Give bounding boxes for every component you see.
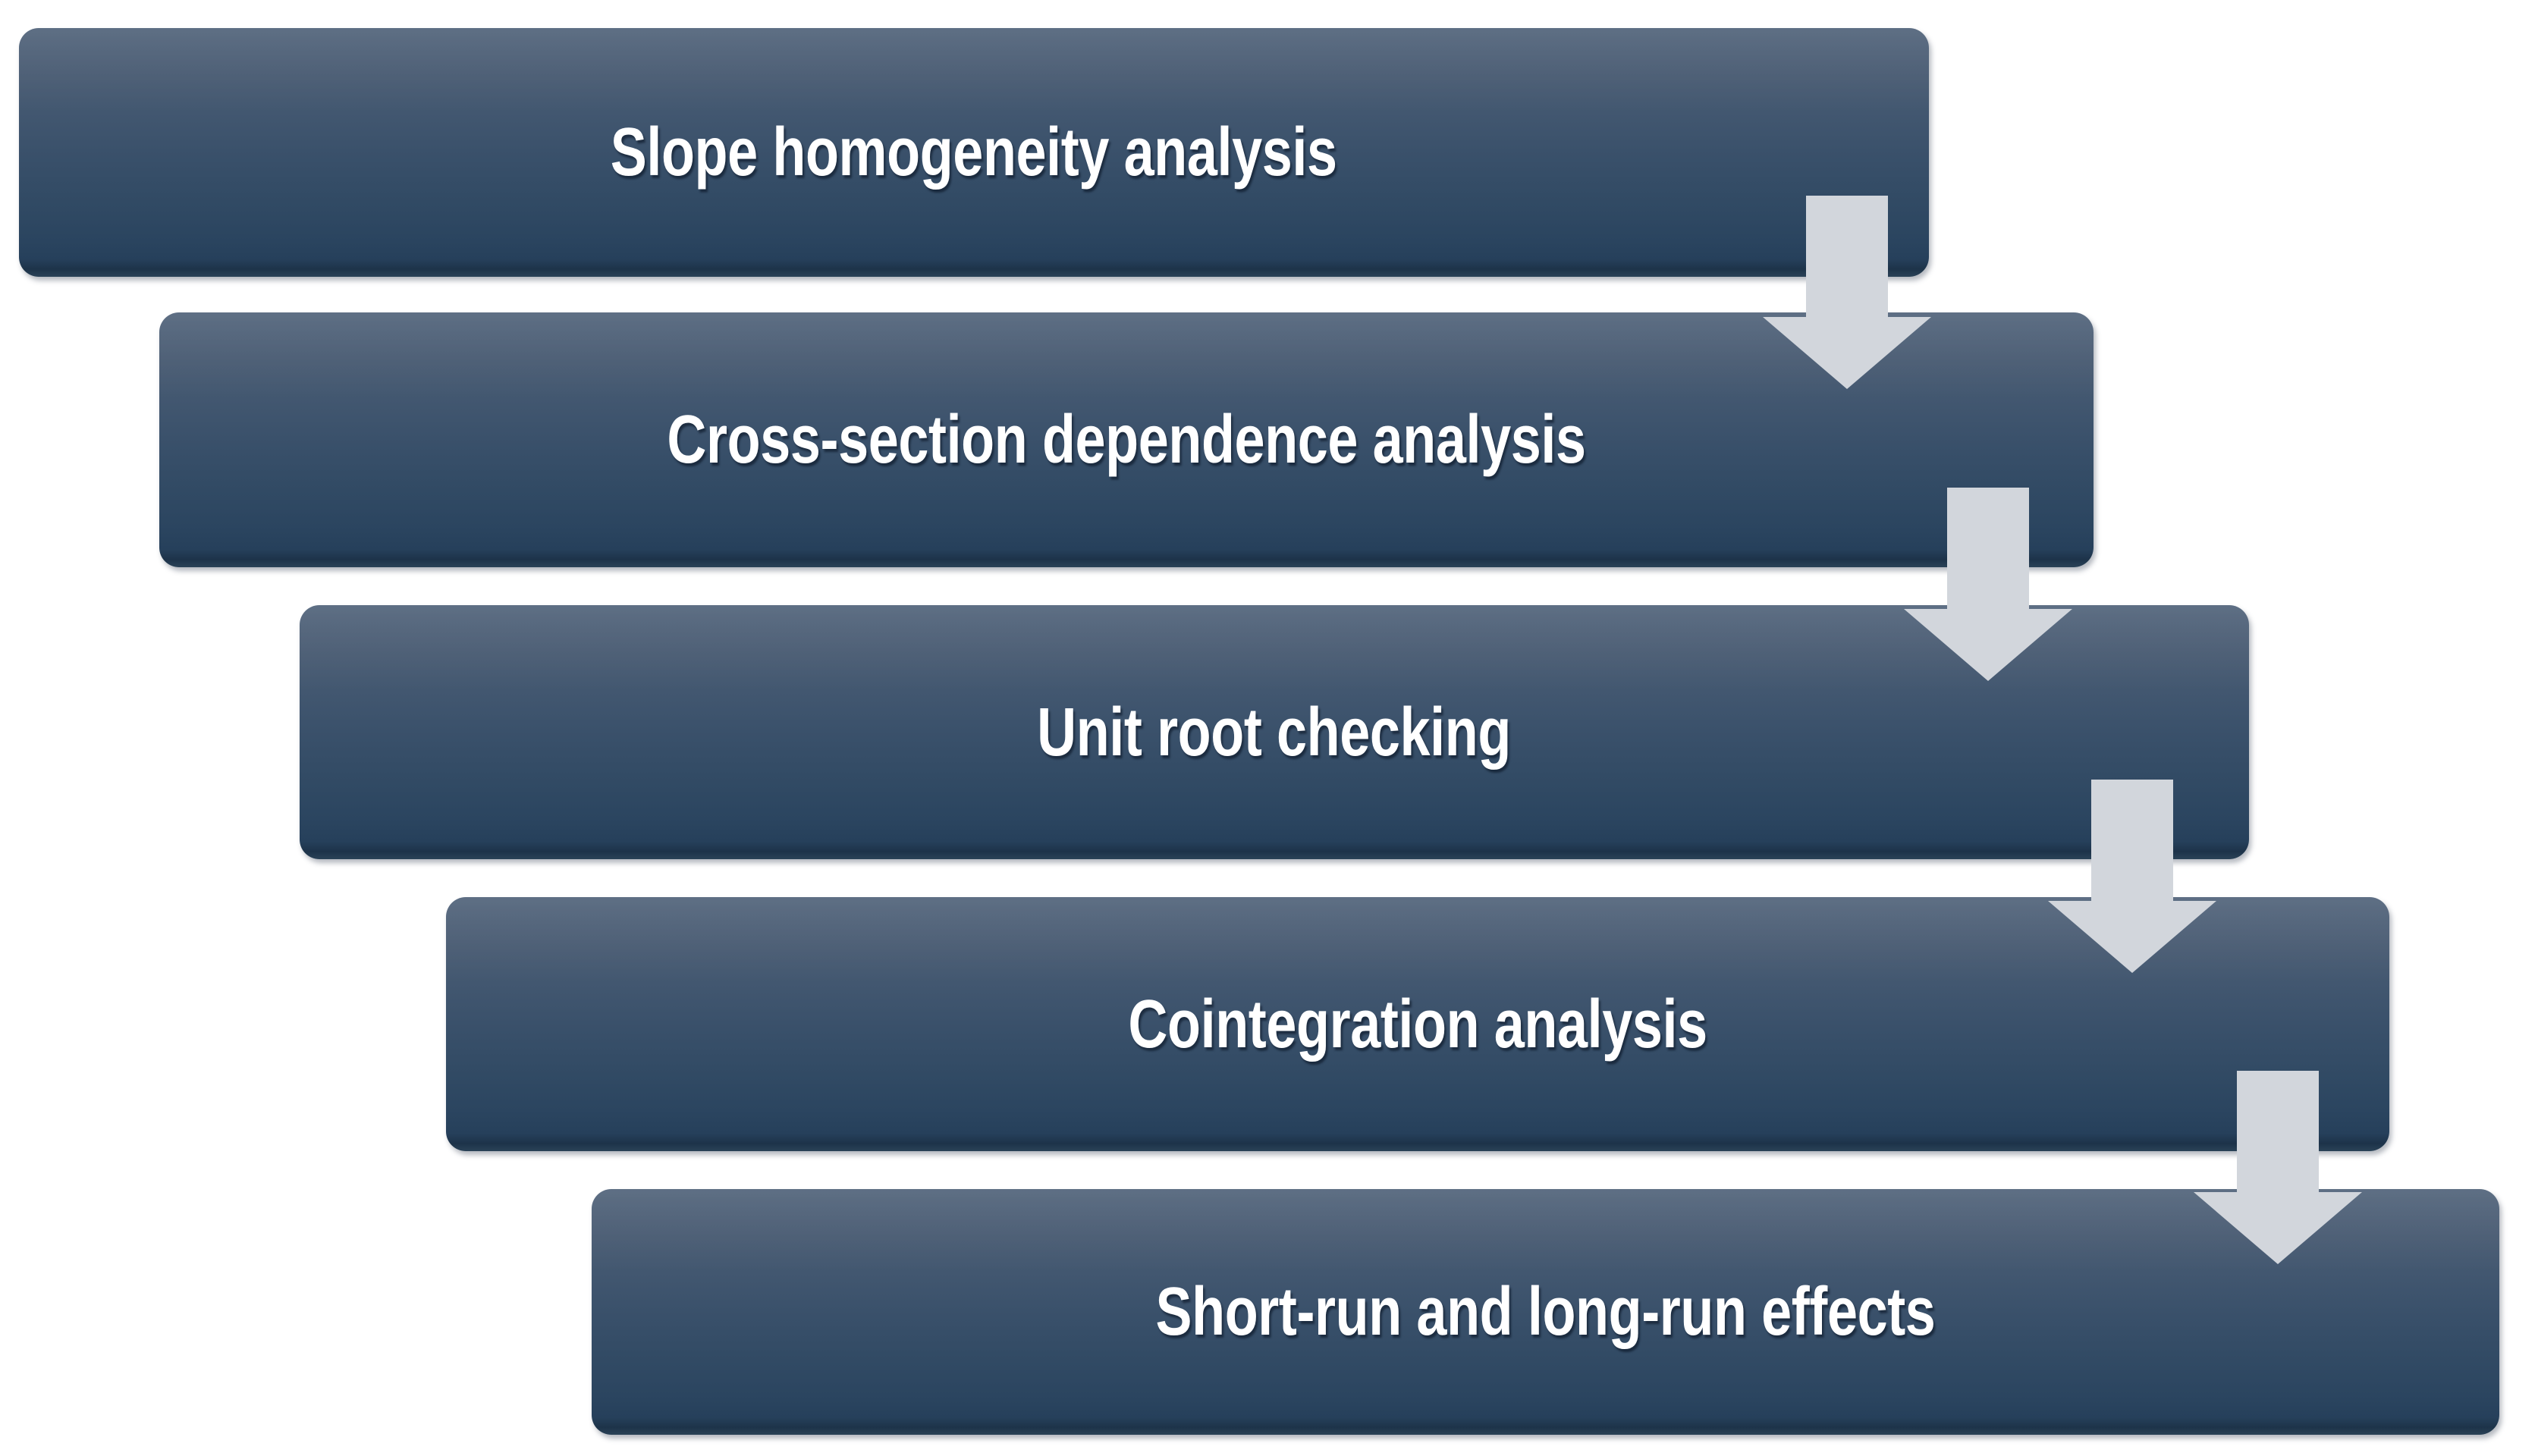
flow-step-label-2: Cross-section dependence analysis [667, 402, 1586, 478]
flow-step-label-5: Short-run and long-run effects [1155, 1274, 1936, 1350]
flow-step-box-5[interactable]: Short-run and long-run effects [592, 1189, 2499, 1435]
flow-step-box-4[interactable]: Cointegration analysis [446, 897, 2389, 1151]
flow-step-label-1: Slope homogeneity analysis [611, 115, 1337, 190]
flow-step-box-3[interactable]: Unit root checking [300, 605, 2249, 859]
flow-step-box-2[interactable]: Cross-section dependence analysis [159, 312, 2094, 567]
flow-step-label-3: Unit root checking [1037, 694, 1512, 770]
flow-step-label-4: Cointegration analysis [1128, 986, 1707, 1062]
flow-step-box-1[interactable]: Slope homogeneity analysis [19, 28, 1929, 277]
